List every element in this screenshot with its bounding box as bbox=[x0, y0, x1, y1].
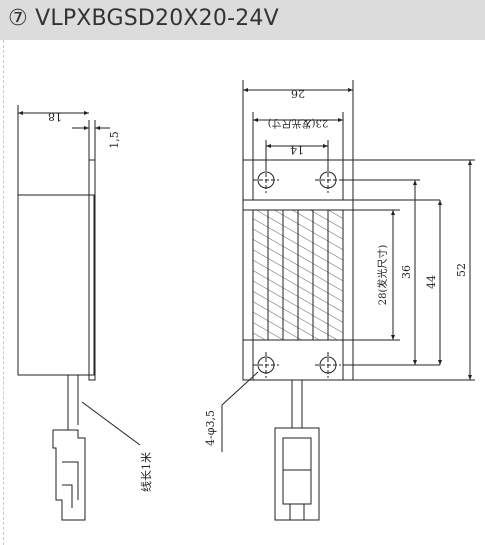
side-body bbox=[17, 194, 95, 376]
mount-hole-tr bbox=[315, 167, 341, 193]
holes-leader bbox=[221, 371, 259, 406]
dim-14-label: 14 bbox=[290, 143, 304, 156]
mount-hole-bl bbox=[253, 352, 279, 378]
dim-26-label: 26 bbox=[291, 87, 305, 100]
dim-23-label: 23(发光尺寸) bbox=[268, 117, 329, 130]
side-connector bbox=[52, 429, 86, 521]
holes-label: 4-φ3,5 bbox=[204, 410, 217, 446]
cable-leader bbox=[81, 401, 141, 446]
dim-44-label: 44 bbox=[425, 275, 438, 289]
mount-hole-br bbox=[315, 352, 341, 378]
header-bar: ⑦ VLPXBGSD20X20-24V bbox=[0, 0, 485, 40]
front-view bbox=[221, 80, 475, 521]
side-view bbox=[17, 105, 141, 521]
side-plate bbox=[88, 159, 96, 381]
cable-length-label: 线长1米 bbox=[139, 452, 153, 492]
dim-36-label: 36 bbox=[400, 265, 413, 279]
dim-52-label: 52 bbox=[455, 263, 468, 277]
dim-18-label: 18 bbox=[48, 110, 62, 123]
dim-28-label: 28(发光尺寸) bbox=[376, 245, 389, 306]
dim-1-5-label: 1,5 bbox=[108, 131, 121, 149]
left-dashed-border bbox=[3, 40, 4, 545]
mount-hole-tl bbox=[253, 167, 279, 193]
front-connector bbox=[274, 427, 320, 521]
page-title: ⑦ VLPXBGSD20X20-24V bbox=[8, 6, 279, 31]
